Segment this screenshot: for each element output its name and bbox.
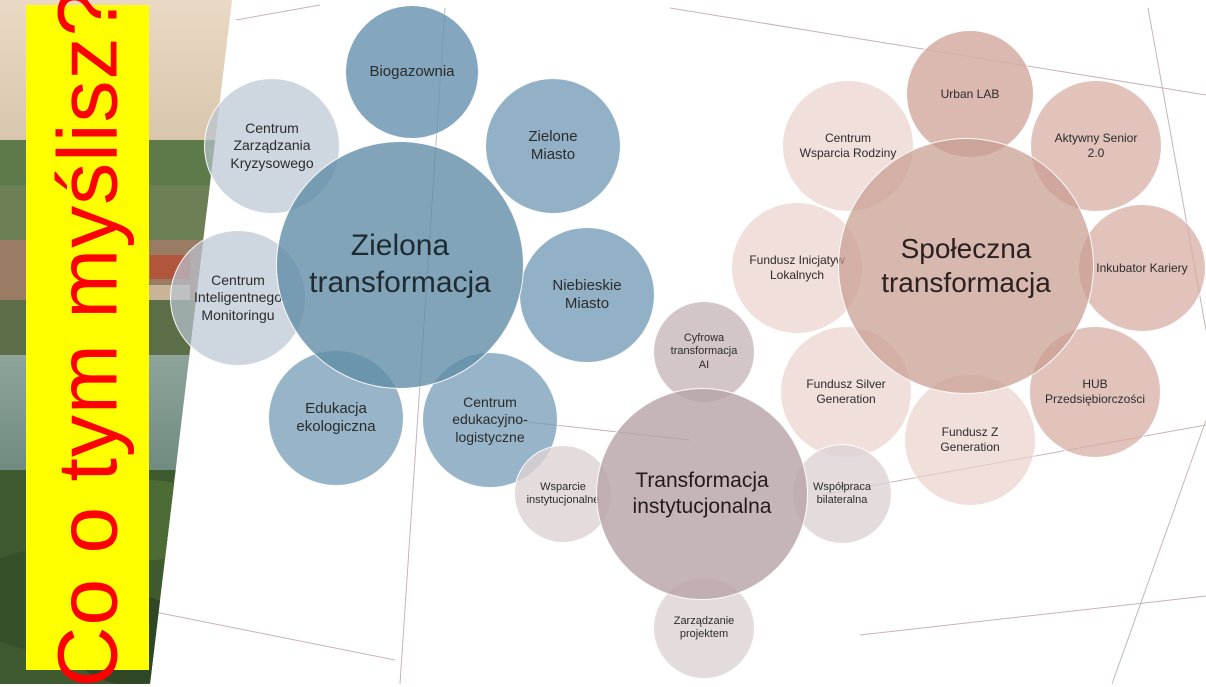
center-bubble-green-label: Zielona transformacja bbox=[309, 229, 491, 299]
bubble-fundusz-silver-generation-label: Fundusz Silver Generation bbox=[806, 377, 886, 406]
bubble-biogazownia-label: Biogazownia bbox=[369, 62, 455, 80]
bubble-centrum-inteligentnego-monitoringu-label: Centrum Inteligentnego Monitoringu bbox=[194, 272, 282, 323]
bubble-cyfrowa-transformacja-ai-label: Cyfrowa transformacja AI bbox=[670, 331, 738, 371]
bubble-zarzadzanie-projektem-label: Zarządzanie projektem bbox=[673, 614, 735, 640]
bubble-biogazownia: Biogazownia bbox=[345, 5, 479, 139]
bubble-inkubator-kariery: Inkubator Kariery bbox=[1078, 204, 1206, 332]
bubble-centrum-wsparcia-rodziny-label: Centrum Wsparcia Rodziny bbox=[799, 131, 897, 160]
bubble-niebieskie-miasto: Niebieskie Miasto bbox=[519, 227, 655, 363]
bubble-fundusz-z-generation: Fundusz Z Generation bbox=[904, 374, 1036, 506]
bubble-urban-lab-label: Urban LAB bbox=[940, 86, 1000, 101]
bubble-aktywny-senior-2-0-label: Aktywny Senior 2.0 bbox=[1054, 131, 1138, 160]
bubble-fundusz-inicjatyw-lokalnych-label: Fundusz Inicjatyw Lokalnych bbox=[749, 253, 845, 282]
center-bubble-institutional-label: Transformacja instytucjonalna bbox=[632, 469, 772, 518]
bubble-wspolpraca-bilateralna-label: Współpraca bilateralna bbox=[812, 480, 872, 506]
bubble-fundusz-z-generation-label: Fundusz Z Generation bbox=[940, 425, 1000, 454]
bubble-zielone-miasto-label: Zielone Miasto bbox=[528, 127, 578, 163]
center-bubble-green: Zielona transformacja bbox=[276, 141, 524, 389]
bubble-centrum-edukacyjno-logistyczne-label: Centrum edukacyjno- logistyczne bbox=[452, 394, 528, 445]
bubble-wsparcie-instytucjonalne: Wsparcie instytucjonalne bbox=[514, 445, 612, 543]
center-bubble-social: Społeczna transformacja bbox=[838, 138, 1094, 394]
bubble-urban-lab: Urban LAB bbox=[906, 30, 1034, 158]
bubble-wspolpraca-bilateralna: Współpraca bilateralna bbox=[792, 444, 892, 544]
bubble-hub-przedsiebiorczosci-label: HUB Przedsiębiorczości bbox=[1044, 377, 1146, 406]
bubble-cyfrowa-transformacja-ai: Cyfrowa transformacja AI bbox=[653, 301, 755, 403]
center-bubble-social-label: Społeczna transformacja bbox=[881, 232, 1051, 298]
bubble-centrum-zarzadzania-kryzysowego-label: Centrum Zarządzania Kryzysowego bbox=[230, 120, 314, 171]
bubble-wsparcie-instytucjonalne-label: Wsparcie instytucjonalne bbox=[526, 480, 600, 506]
bubble-inkubator-kariery-label: Inkubator Kariery bbox=[1096, 260, 1188, 275]
bubble-edukacja-ekologiczna-label: Edukacja ekologiczna bbox=[296, 399, 376, 435]
center-bubble-institutional: Transformacja instytucjonalna bbox=[596, 388, 808, 600]
bubble-zielone-miasto: Zielone Miasto bbox=[485, 78, 621, 214]
bubble-niebieskie-miasto-label: Niebieskie Miasto bbox=[552, 276, 622, 312]
side-title-banner: Co o tym myślisz? bbox=[26, 0, 149, 687]
